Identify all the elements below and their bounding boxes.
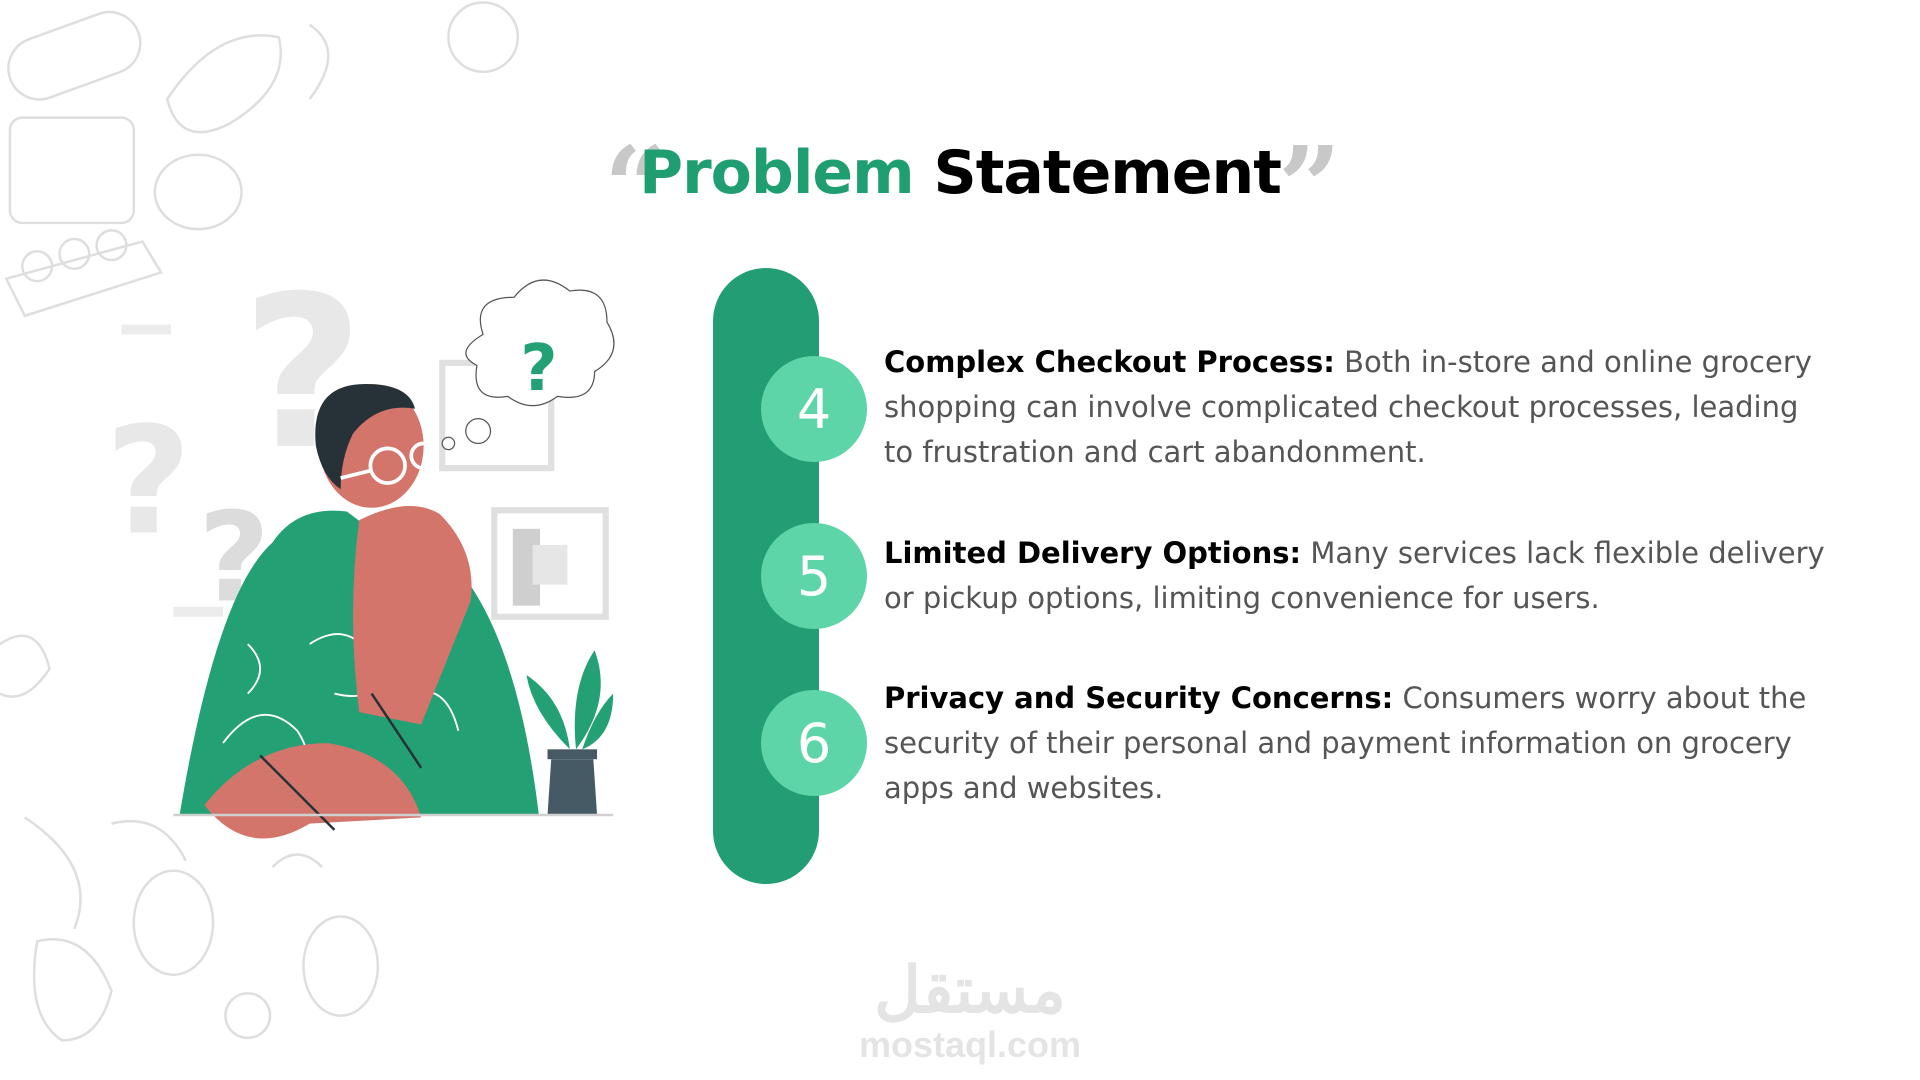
open-quote-mark: “ [604, 122, 668, 251]
mostaql-watermark: مستقل mostaql.com [820, 955, 1120, 1065]
problem-heading: Complex Checkout Process: [884, 345, 1335, 379]
close-quote-mark: ” [1278, 122, 1342, 251]
problem-text: Many services lack flexible delivery or … [884, 536, 1825, 615]
svg-text:?: ? [520, 331, 557, 406]
problem-text: Consumers worry about the security of th… [884, 681, 1807, 805]
thought-bubble: ? [441, 279, 615, 451]
item-number-6: 6 [761, 690, 867, 796]
wall-frames [121, 324, 609, 620]
problem-text: Both in-store and online grocery shoppin… [884, 345, 1812, 469]
watermark-latin: mostaql.com [858, 1024, 1082, 1065]
problem-item: Privacy and Security Concerns: Consumers… [884, 676, 1834, 811]
title-highlight: Problem [639, 138, 915, 208]
man-figure [179, 383, 539, 839]
grocery-doodle-background [0, 1, 520, 1042]
item-number-5: 5 [761, 523, 867, 629]
title-rest: Statement [933, 138, 1282, 208]
problem-heading: Limited Delivery Options: [884, 536, 1302, 570]
svg-text:?: ? [105, 396, 191, 569]
watermark-arabic: مستقل [874, 954, 1066, 1026]
problem-item: Complex Checkout Process: Both in-store … [884, 340, 1834, 475]
problem-heading: Privacy and Security Concerns: [884, 681, 1394, 715]
potted-plant [526, 650, 614, 815]
item-number-4: 4 [761, 356, 867, 462]
page-title: Problem Statement [0, 138, 1920, 208]
problem-item: Limited Delivery Options: Many services … [884, 531, 1834, 621]
